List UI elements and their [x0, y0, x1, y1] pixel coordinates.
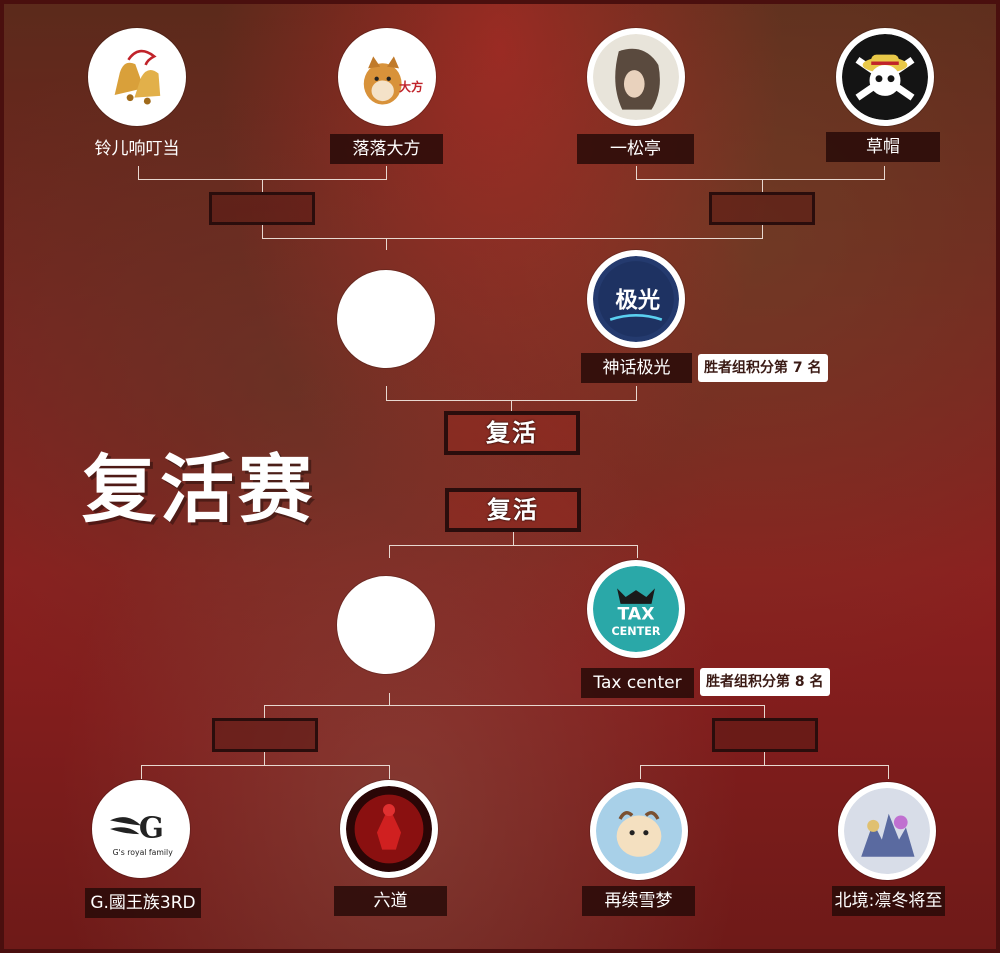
- bracket-line: [389, 545, 390, 558]
- team-name: 一松亭: [577, 134, 694, 164]
- tiger-logo-icon[interactable]: TAX CENTER: [587, 560, 685, 658]
- empty-slot-avatar: [337, 576, 435, 674]
- team-name: 北境:凛冬将至: [832, 886, 945, 916]
- bracket-line: [764, 752, 765, 765]
- team-name: 神话极光: [581, 353, 692, 383]
- bracket-line: [141, 765, 142, 779]
- svg-text:G's royal family: G's royal family: [113, 848, 174, 857]
- bracket-line: [640, 765, 889, 766]
- bracket-line: [386, 386, 387, 400]
- cartoon-dog-icon[interactable]: [590, 782, 688, 880]
- team-name: 落落大方: [330, 134, 443, 164]
- bells-icon[interactable]: [88, 28, 186, 126]
- match-slot-bottom-left: [212, 718, 318, 752]
- svg-text:CENTER: CENTER: [611, 625, 660, 638]
- bracket-line: [636, 179, 885, 180]
- bracket-line: [511, 400, 512, 412]
- bracket-line: [762, 225, 763, 238]
- svg-text:大方: 大方: [399, 79, 423, 94]
- bracket-line: [884, 166, 885, 179]
- bracket-line: [389, 693, 390, 705]
- rank-badge: 胜者组积分第 7 名: [698, 354, 828, 382]
- bracket-line: [386, 166, 387, 179]
- bracket-line: [386, 238, 387, 250]
- team-name: 草帽: [826, 132, 940, 162]
- revive-label-bottom: 复活: [445, 488, 581, 532]
- straw-hat-skull-icon[interactable]: [836, 28, 934, 126]
- team-name: 铃儿响叮当: [94, 139, 180, 159]
- bracket-line: [888, 765, 889, 779]
- match-slot-top-right: [709, 192, 815, 225]
- team-name: G.國王族3RD: [85, 888, 201, 918]
- bracket-line: [513, 532, 514, 545]
- bracket-line: [389, 545, 638, 546]
- svg-text:TAX: TAX: [618, 604, 655, 624]
- match-slot-bottom-right: [712, 718, 818, 752]
- team-name: Tax center: [581, 668, 694, 698]
- bracket-line: [264, 705, 765, 706]
- girl-portrait-icon[interactable]: [587, 28, 685, 126]
- aurora-logo-text: 极光: [615, 288, 660, 314]
- red-figure-icon[interactable]: [340, 780, 438, 878]
- bracket-line: [762, 179, 763, 192]
- bracket-line: [389, 765, 390, 779]
- page-title: 复活赛: [82, 447, 316, 533]
- revive-label-top: 复活: [444, 411, 580, 455]
- bracket-line: [262, 238, 763, 239]
- svg-text:G: G: [139, 811, 164, 845]
- bracket-line: [141, 765, 390, 766]
- bracket-line: [264, 705, 265, 718]
- bracket-line: [637, 545, 638, 558]
- aurora-logo-icon[interactable]: 极光: [587, 250, 685, 348]
- bracket-line: [262, 225, 263, 238]
- bracket-line: [262, 179, 263, 192]
- fantasy-characters-icon[interactable]: [838, 782, 936, 880]
- empty-slot-avatar: [337, 270, 435, 368]
- bracket-line: [264, 752, 265, 765]
- team-name: 再续雪梦: [582, 886, 695, 916]
- bracket-line: [764, 705, 765, 718]
- bracket-line: [640, 765, 641, 779]
- team-name: 六道: [334, 886, 447, 916]
- bracket-line: [636, 386, 637, 400]
- bracket-line: [636, 166, 637, 179]
- wings-g-logo-icon[interactable]: G G's royal family: [92, 780, 190, 878]
- rank-badge: 胜者组积分第 8 名: [700, 668, 830, 696]
- bracket-line: [138, 166, 139, 179]
- shiba-dog-icon[interactable]: 大方: [338, 28, 436, 126]
- match-slot-top-left: [209, 192, 315, 225]
